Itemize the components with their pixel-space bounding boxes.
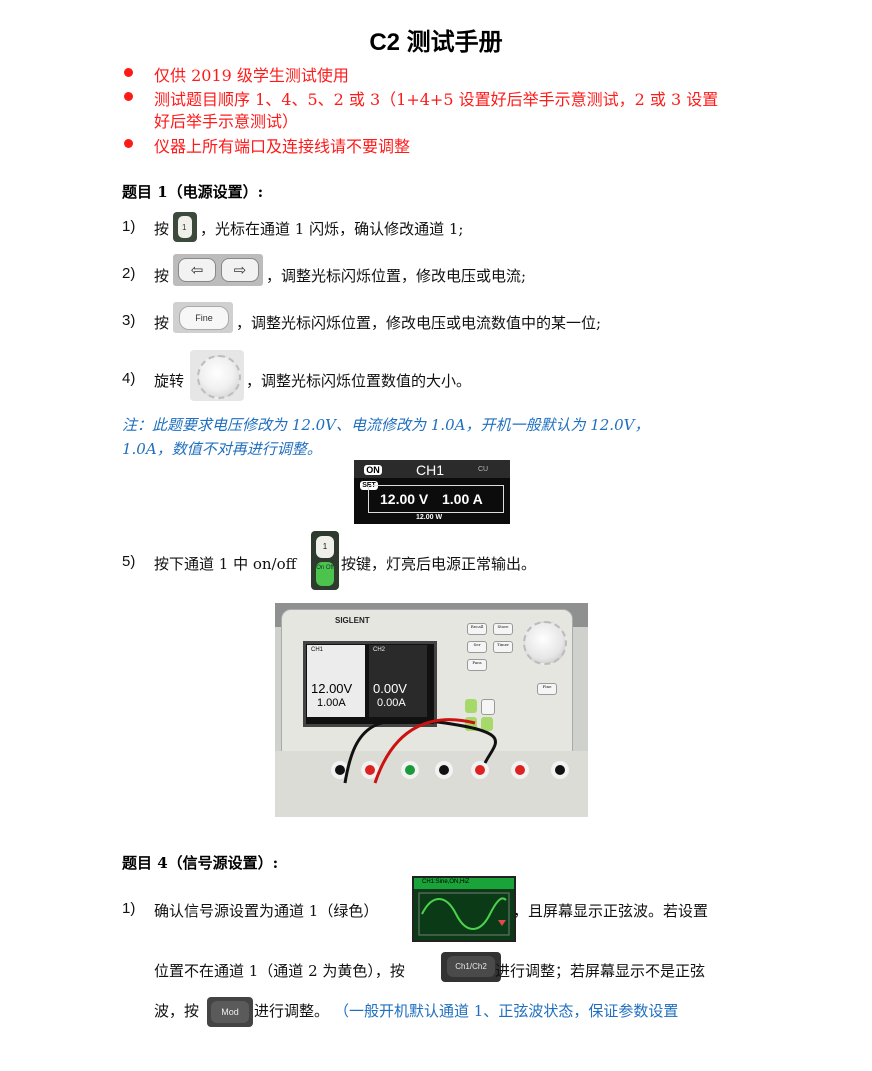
bullet-dot <box>124 92 133 101</box>
ch1-key-icon: 1 <box>173 212 197 242</box>
page-title: C2 测试手册 <box>369 29 503 56</box>
ch1-voltage: 12.00V <box>311 681 353 696</box>
bullet-dot <box>124 139 133 148</box>
mode-label: CU <box>478 466 489 473</box>
right-arrow-icon: ⇨ <box>221 258 259 282</box>
step-text-note: （一般开机默认通道 1、正弦波状态，保证参数设置 <box>334 1002 679 1020</box>
step-text: 进行调整；若屏幕显示不是正弦 <box>495 962 706 980</box>
power-value: 12.00 W <box>416 514 443 521</box>
voltage-value: 12.00 V <box>380 491 429 507</box>
channel-label: CH1 <box>416 462 445 478</box>
step-text: 按下通道 1 中 on/off <box>154 555 297 573</box>
step-number: 1) <box>122 900 136 917</box>
ch2-voltage: 0.00V <box>373 681 407 696</box>
step-number: 2) <box>122 265 136 282</box>
step-text: ，调整光标闪烁位置，修改电压或电流; <box>266 267 527 285</box>
step-text: 旋转 <box>154 372 185 390</box>
onoff-key-icon: 1 On Off <box>311 531 339 590</box>
on-tag: ON <box>364 465 382 475</box>
step-text: ，光标在通道 1 闪烁，确认修改通道 1; <box>200 220 464 238</box>
step-number: 4) <box>122 370 136 387</box>
step-text: 进行调整。 <box>254 1002 330 1020</box>
instrument-photo: SIGLENT CH1 12.00V 1.00A CH2 0.00V 0.00A… <box>275 603 588 817</box>
step-text: ，调整光标闪烁位置数值的大小。 <box>246 372 472 390</box>
step-text: 按 <box>154 314 170 332</box>
brand-label: SIGLENT <box>335 616 370 625</box>
sine-wave-screen-icon: CH1:Sine,ON,HiZ <box>412 876 516 942</box>
step-text: 按 <box>154 267 170 285</box>
mod-key-icon: Mod <box>207 997 253 1027</box>
note-line-1: 注：此题要求电压修改为 12.0V、电流修改为 1.0A，开机一般默认为 12.… <box>122 416 650 434</box>
sine-header: CH1:Sine,ON,HiZ <box>422 879 470 885</box>
step-text: ，且屏幕显示正弦波。若设置 <box>513 902 709 920</box>
notice-3: 仪器上所有端口及连接线请不要调整 <box>154 137 411 156</box>
section-heading-1: 题目 1（电源设置）: <box>122 183 264 201</box>
step-text: 位置不在通道 1（通道 2 为黄色），按 <box>154 962 405 980</box>
step-text: 按键，灯亮后电源正常输出。 <box>341 555 537 573</box>
step-number: 1) <box>122 218 136 235</box>
ch1-ch2-key-icon: Ch1/Ch2 <box>441 952 501 982</box>
arrow-keys-icon: ⇦ ⇨ <box>173 254 263 286</box>
ch1-current: 1.00A <box>317 697 346 709</box>
step-number: 3) <box>122 312 136 329</box>
notice-2: 测试题目顺序 1、4、5、2 或 3（1+4+5 设置好后举手示意测试，2 或 … <box>154 90 719 109</box>
current-value: 1.00 A <box>442 491 483 507</box>
notice-1: 仅供 2019 级学生测试使用 <box>154 66 349 85</box>
ch1-display: ON CH1 CU SET 12.00 V 1.00 A 12.00 W <box>354 460 510 524</box>
step-text: 按 <box>154 220 170 238</box>
step-text: ，调整光标闪烁位置，修改电压或电流数值中的某一位; <box>236 314 602 332</box>
note-line-2: 1.0A，数值不对再进行调整。 <box>122 440 322 458</box>
left-arrow-icon: ⇦ <box>178 258 216 282</box>
ch2-current: 0.00A <box>377 697 406 709</box>
bullet-dot <box>124 68 133 77</box>
knob-icon <box>190 350 244 401</box>
notice-2-cont: 好后举手示意测试） <box>154 112 299 131</box>
step-text: 波，按 <box>154 1002 200 1020</box>
step-number: 5) <box>122 553 136 570</box>
step-text: 确认信号源设置为通道 1（绿色） <box>154 902 379 920</box>
section-heading-4: 题目 4（信号源设置）: <box>122 854 279 872</box>
fine-key-icon: Fine <box>173 302 233 333</box>
